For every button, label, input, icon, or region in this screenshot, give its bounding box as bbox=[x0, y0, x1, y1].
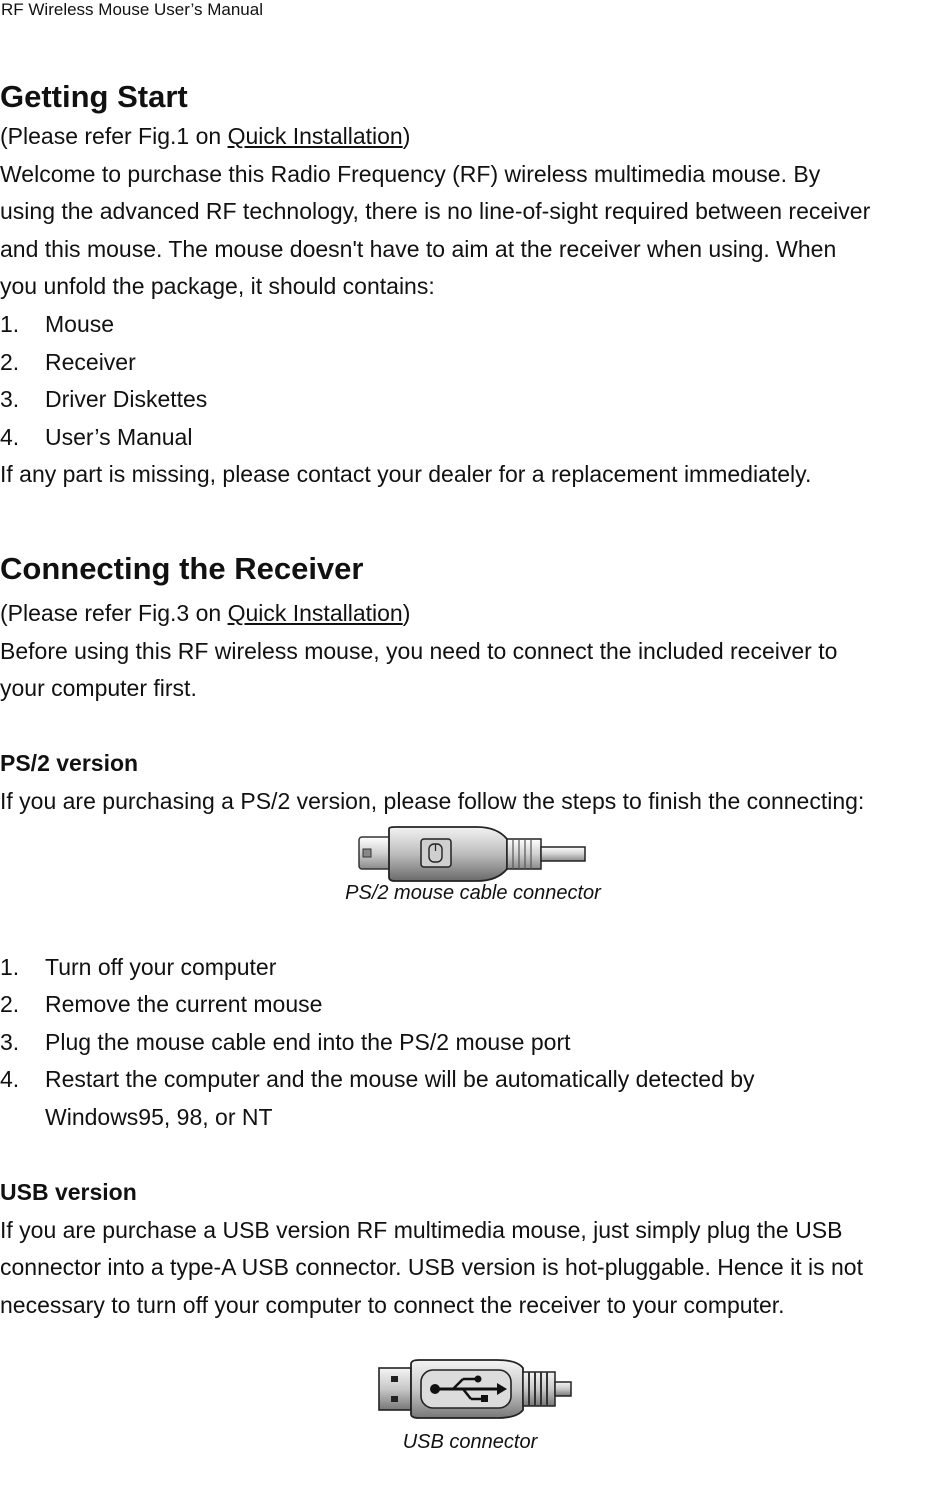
page-content: Getting Start (Please refer Fig.1 on Qui… bbox=[0, 76, 940, 1453]
step-item: 3. Plug the mouse cable end into the PS/2… bbox=[0, 1024, 940, 1062]
section-title-connecting: Connecting the Receiver bbox=[0, 550, 364, 586]
paragraph-line: Welcome to purchase this Radio Frequency… bbox=[0, 160, 821, 187]
section-title-getting-start: Getting Start bbox=[0, 79, 188, 114]
list-text: User’s Manual bbox=[45, 423, 193, 450]
reference-prefix: (Please refer Fig.3 on bbox=[0, 599, 228, 626]
reference-prefix: (Please refer Fig.1 on bbox=[0, 123, 228, 149]
step-item: 4. Restart the computer and the mouse wil… bbox=[0, 1061, 940, 1136]
quick-installation-link[interactable]: Quick Installation bbox=[227, 123, 403, 149]
list-item: 1. Mouse bbox=[0, 306, 940, 344]
usb-connector-image bbox=[378, 1359, 572, 1420]
step-text: Remove the current mouse bbox=[45, 991, 323, 1018]
paragraph-line: connector into a type-A USB connector. U… bbox=[0, 1254, 863, 1281]
reference-suffix: ) bbox=[402, 123, 411, 149]
list-text: Driver Diskettes bbox=[45, 386, 208, 413]
usb-figure: USB connector bbox=[0, 1324, 940, 1453]
spacer bbox=[0, 708, 940, 746]
ps2-intro: If you are purchasing a PS/2 version, pl… bbox=[0, 787, 865, 814]
spacer bbox=[0, 1136, 940, 1174]
list-item: 4. User’s Manual bbox=[0, 419, 940, 457]
section-gap bbox=[0, 494, 940, 548]
step-text: Turn off your computer bbox=[45, 953, 277, 980]
list-number: 4. bbox=[0, 423, 20, 450]
reference-suffix: ) bbox=[402, 599, 411, 626]
usb-figure-caption: USB connector bbox=[402, 1431, 538, 1454]
step-item: 1. Turn off your computer bbox=[0, 949, 940, 987]
paragraph-line: necessary to turn off your computer to c… bbox=[0, 1291, 785, 1318]
step-number: 3. bbox=[0, 1028, 20, 1055]
reference-line: (Please refer Fig.3 on Quick Installatio… bbox=[0, 595, 940, 633]
spacer bbox=[0, 907, 940, 949]
paragraph-line: using the advanced RF technology, there … bbox=[0, 198, 871, 225]
list-number: 3. bbox=[0, 386, 20, 413]
ps2-figure-caption: PS/2 mouse cable connector bbox=[345, 881, 601, 904]
ps2-connector-image bbox=[358, 825, 586, 882]
list-item: 3. Driver Diskettes bbox=[0, 381, 940, 419]
list-text: Mouse bbox=[45, 310, 115, 337]
step-number: 1. bbox=[0, 953, 20, 980]
list-number: 1. bbox=[0, 310, 20, 337]
list-text: Receiver bbox=[45, 348, 136, 375]
paragraph-line: your computer first. bbox=[0, 675, 197, 702]
subsection-title-usb: USB version bbox=[0, 1179, 137, 1206]
step-text: Restart the computer and the mouse will … bbox=[45, 1066, 755, 1130]
paragraph-line: Before using this RF wireless mouse, you… bbox=[0, 637, 838, 664]
subsection-title-ps2: PS/2 version bbox=[0, 750, 139, 777]
paragraph-line: and this mouse. The mouse doesn't have t… bbox=[0, 235, 837, 262]
reference-line: (Please refer Fig.1 on Quick Installatio… bbox=[0, 118, 940, 156]
step-item: 2. Remove the current mouse bbox=[0, 986, 940, 1024]
step-number: 2. bbox=[0, 991, 20, 1018]
quick-installation-link[interactable]: Quick Installation bbox=[227, 599, 403, 626]
paragraph-line: If you are purchase a USB version RF mul… bbox=[0, 1216, 843, 1243]
running-header: RF Wireless Mouse User’s Manual bbox=[1, 0, 263, 19]
list-item: 2. Receiver bbox=[0, 344, 940, 382]
missing-note: If any part is missing, please contact y… bbox=[0, 461, 812, 488]
paragraph-line: you unfold the package, it should contai… bbox=[0, 273, 435, 300]
ps2-figure: PS/2 mouse cable connector bbox=[0, 821, 940, 907]
step-text: Plug the mouse cable end into the PS/2 m… bbox=[45, 1028, 571, 1055]
step-number: 4. bbox=[0, 1066, 20, 1093]
list-number: 2. bbox=[0, 348, 20, 375]
